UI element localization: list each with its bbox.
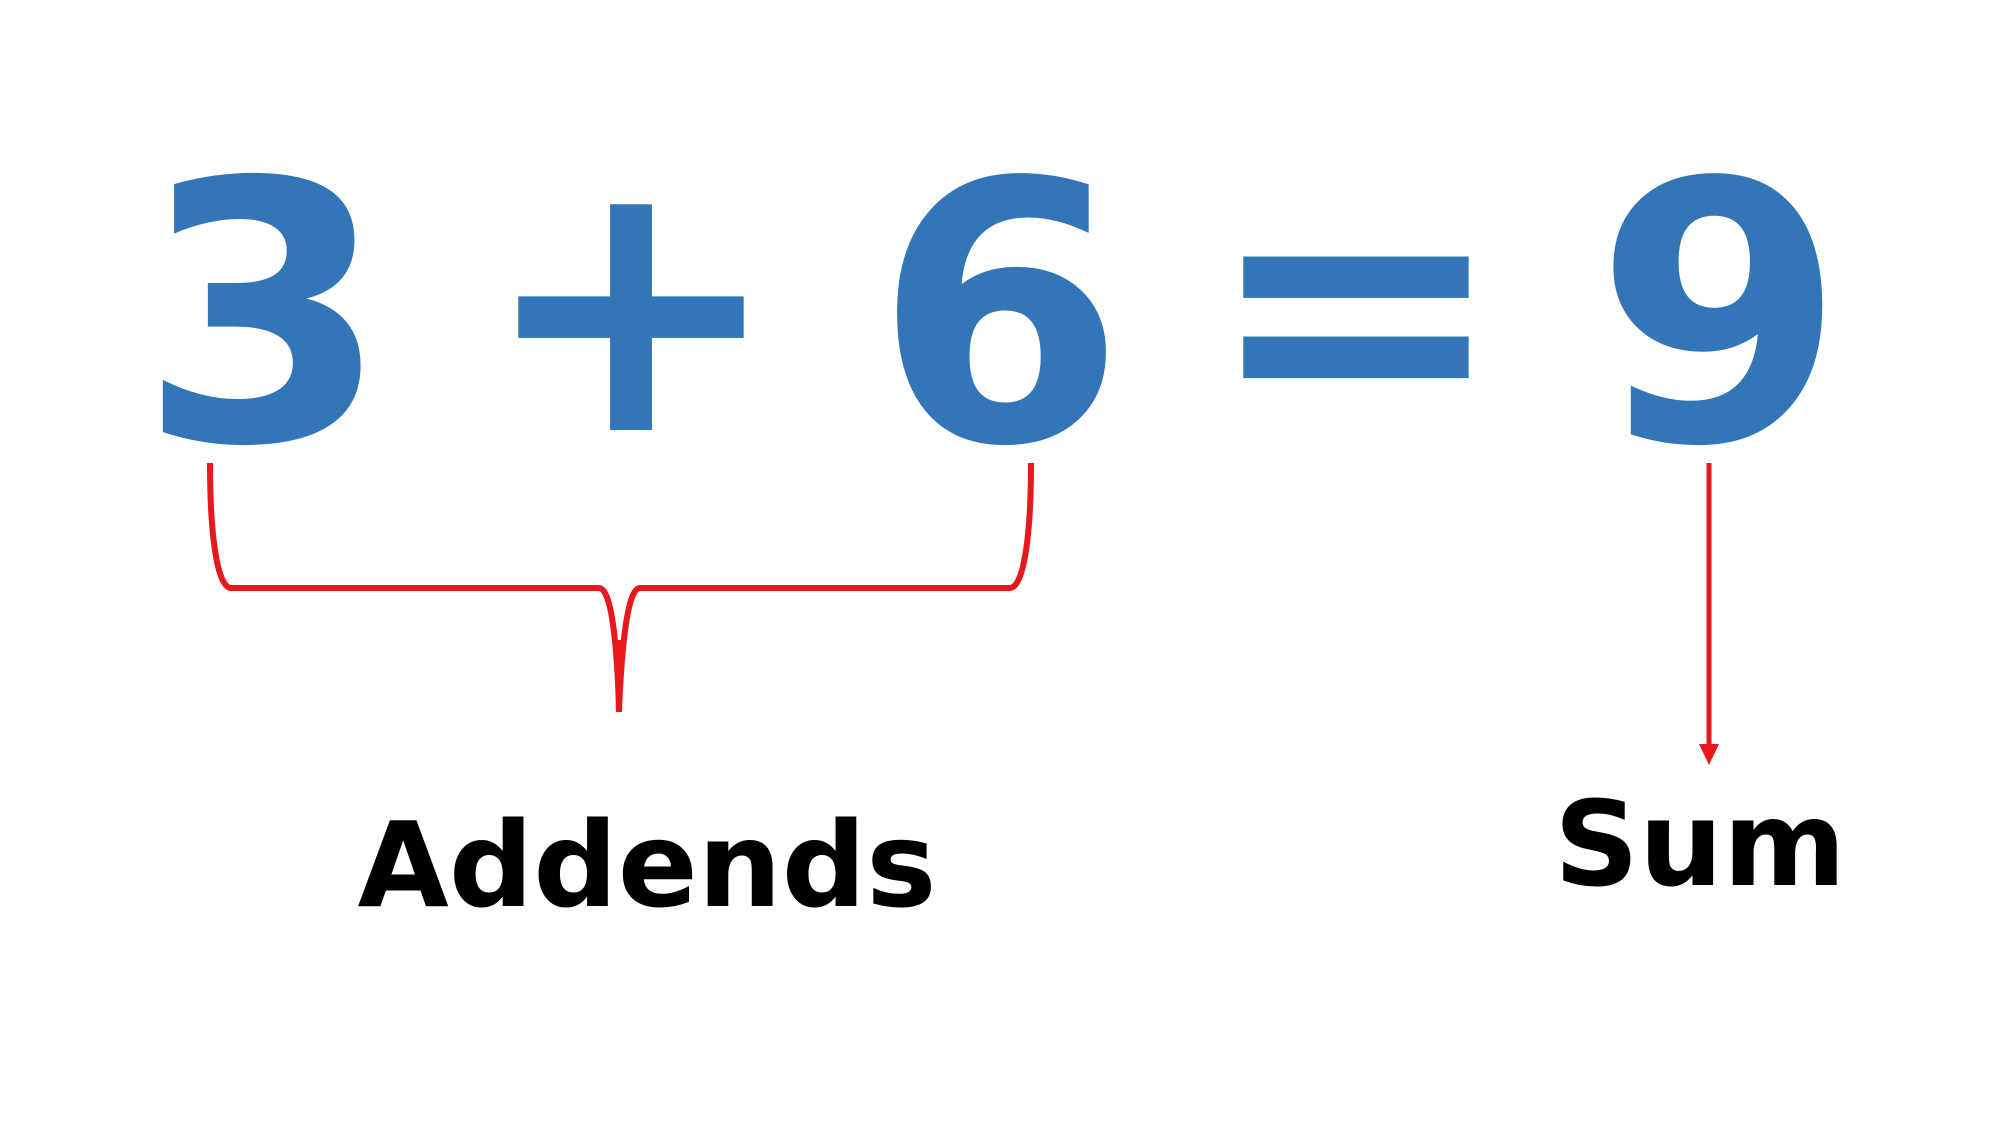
equals-sign: = [1205, 96, 1507, 515]
equation: 3 + 6 = 9 [139, 96, 1846, 525]
addend-two: 6 [875, 106, 1126, 525]
sum-label: Sum [1554, 775, 1846, 913]
sum-value: 9 [1595, 106, 1846, 525]
addends-brace [207, 462, 1034, 712]
sum-arrowhead [1699, 744, 1719, 765]
sum-arrow [1699, 463, 1719, 765]
plus-sign: + [480, 96, 782, 515]
addend-one: 3 [139, 106, 390, 525]
addends-label: Addends [358, 796, 937, 934]
